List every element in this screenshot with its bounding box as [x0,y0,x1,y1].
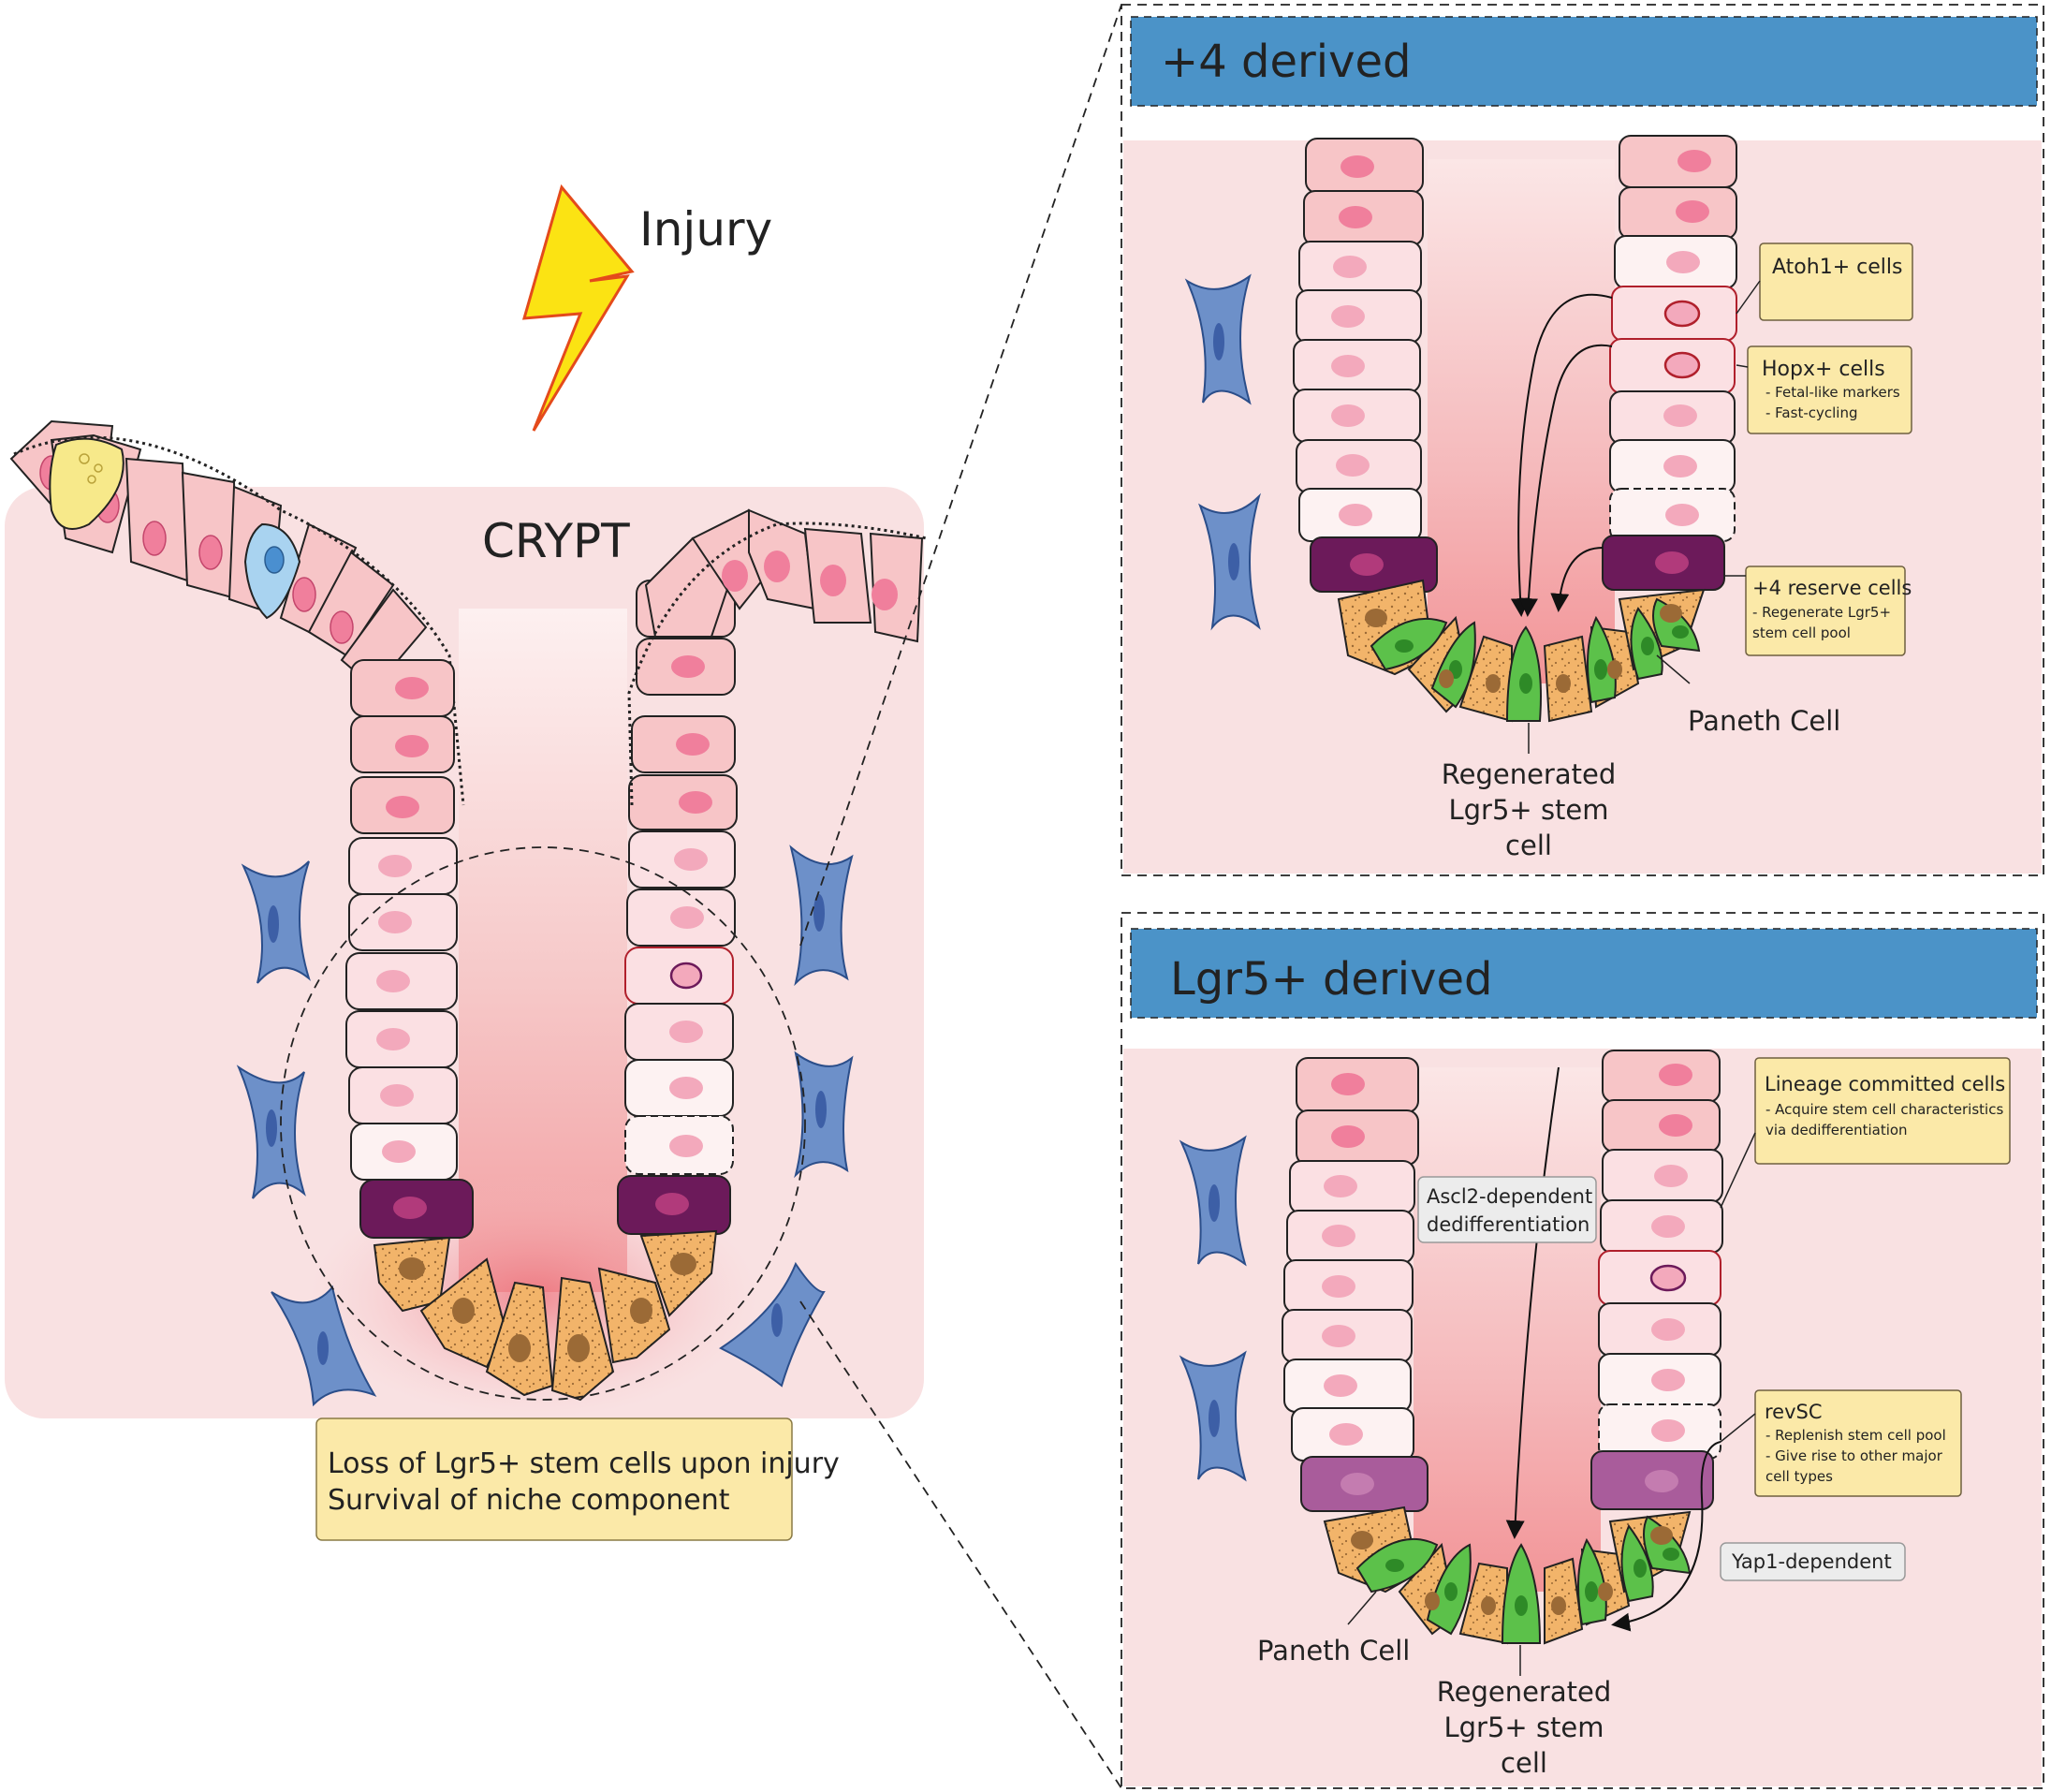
note-lineage-title: Lineage committed cells [1765,1073,2005,1095]
note-hopx-title: Hopx+ cells [1762,358,1885,381]
note-lineage-bullet-2: via dedifferentiation [1765,1122,1908,1138]
zoom-connectors [799,4,1122,1789]
caption-line-1: Loss of Lgr5+ stem cells upon injury [328,1447,840,1480]
crypt-label: CRYPT [482,514,630,568]
left-crypt-panel: Injury CRYPT Loss of Lgr5+ stem cells up… [5,184,928,1541]
caption-line-2: Survival of niche component [328,1484,730,1517]
caption-box [315,1417,793,1541]
panel-lgr5-derived: Lgr5+ derived [1121,912,2044,1789]
panel-title: Lgr5+ derived [1170,953,1492,1006]
top-left-column [1293,138,1438,593]
panel-title-bar [1130,928,2038,1019]
paneth-label-top: Paneth Cell [1688,705,1840,737]
note-revsc-bullet-3: cell types [1765,1468,1833,1485]
injury-label: Injury [639,202,772,257]
note-hopx: Hopx+ cells - Fetal-like markers - Fast-… [1736,345,1912,434]
note-revsc-bullet-2: - Give rise to other major [1765,1447,1943,1464]
zoom-region [280,846,806,1401]
panel-title-bar [1130,16,2038,107]
regen-label-bottom-2: Lgr5+ stem [1443,1711,1604,1743]
note-yap1-text: Yap1-dependent [1731,1550,1892,1573]
note-lineage-bullet-1: - Acquire stem cell characteristics [1765,1101,2003,1118]
regen-label-bottom-3: cell [1501,1747,1547,1779]
note-reserve: +4 reserve cells - Regenerate Lgr5+ stem… [1724,566,1912,656]
panel-plus4-derived: +4 derived [1121,4,2044,876]
villus-left [9,419,465,806]
goblet-cell [49,437,125,530]
note-yap1: Yap1-dependent [1720,1542,1906,1581]
regen-label-top-1: Regenerated [1442,758,1616,790]
paneth-label-bottom: Paneth Cell [1257,1635,1410,1667]
note-reserve-bullet-1: - Regenerate Lgr5+ [1752,604,1891,621]
note-hopx-bullet-1: - Fetal-like markers [1765,384,1900,401]
note-revsc-title: revSC [1765,1401,1823,1423]
regen-label-bottom-1: Regenerated [1437,1676,1611,1708]
note-atoh1: Atoh1+ cells [1736,242,1913,321]
regen-label-top-2: Lgr5+ stem [1448,794,1608,826]
lightning-bolt-icon [521,184,635,432]
bottom-right-column [1590,1050,1723,1510]
panel-title: +4 derived [1161,36,1412,88]
note-hopx-bullet-2: - Fast-cycling [1765,404,1857,421]
note-ascl2: Ascl2-dependent dedifferentiation [1417,1176,1597,1243]
paneth-cells-left [373,1229,718,1402]
note-ascl2-line-1: Ascl2-dependent [1427,1185,1592,1208]
note-reserve-bullet-2: stem cell pool [1752,624,1851,641]
note-atoh1-title: Atoh1+ cells [1772,256,1902,279]
regen-label-top-3: cell [1505,830,1552,861]
crypt-left-column [345,659,474,1239]
note-reserve-title: +4 reserve cells [1752,577,1912,599]
crypt-right-column [617,508,928,1235]
note-revsc: revSC - Replenish stem cell pool - Give … [1720,1389,1962,1497]
note-ascl2-line-2: dedifferentiation [1427,1213,1590,1236]
note-lineage: Lineage committed cells - Acquire stem c… [1720,1057,2011,1209]
note-revsc-bullet-1: - Replenish stem cell pool [1765,1427,1946,1444]
